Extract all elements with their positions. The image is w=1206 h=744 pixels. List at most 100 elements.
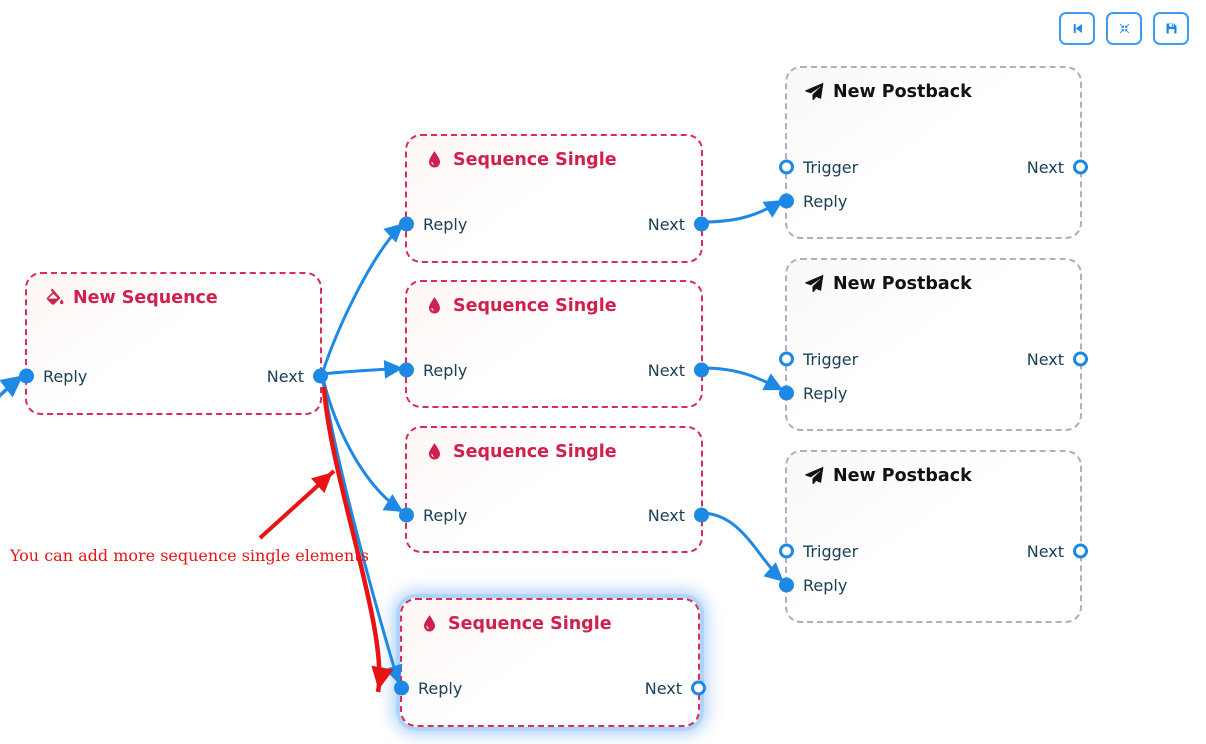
node-title: Sequence Single [453, 441, 617, 462]
node-title: New Postback [833, 81, 972, 102]
port-next[interactable]: Next [647, 358, 709, 382]
port-dot-filled[interactable] [399, 362, 414, 378]
port-dot-filled[interactable] [313, 368, 328, 384]
port-label: Next [1026, 157, 1064, 177]
port-dot-hollow[interactable] [1073, 543, 1088, 559]
port-label: Trigger [803, 541, 859, 561]
node-header: New Postback [804, 465, 1066, 486]
droplet-icon [424, 149, 445, 170]
port-dot-hollow[interactable] [779, 543, 794, 559]
port-dot-filled[interactable] [19, 368, 34, 384]
annotation-arrow [258, 469, 336, 540]
port-label: Next [266, 366, 304, 386]
port-dot-hollow[interactable] [1073, 159, 1088, 175]
annotation-text: You can add more sequence single element… [10, 546, 369, 565]
port-label: Reply [418, 678, 463, 698]
save-icon [1164, 21, 1179, 36]
port-label: Trigger [803, 349, 859, 369]
paper-plane-icon [804, 465, 825, 486]
node-title: Sequence Single [453, 295, 617, 316]
port-reply[interactable]: Reply [399, 358, 468, 382]
droplet-icon [424, 441, 445, 462]
node-header: New Sequence [44, 287, 306, 308]
port-trigger[interactable]: Trigger [779, 155, 859, 179]
port-reply[interactable]: Reply [394, 676, 463, 700]
fill-drip-icon [44, 287, 65, 308]
port-next[interactable]: Next [1026, 347, 1088, 371]
port-dot-filled[interactable] [779, 385, 794, 401]
port-dot-filled[interactable] [399, 507, 414, 523]
port-label: Reply [423, 214, 468, 234]
port-dot-hollow[interactable] [779, 351, 794, 367]
port-trigger[interactable]: Trigger [779, 347, 859, 371]
port-label: Reply [803, 191, 848, 211]
compress-icon [1117, 21, 1132, 36]
port-label: Trigger [803, 157, 859, 177]
port-reply[interactable]: Reply [779, 381, 848, 405]
port-reply[interactable]: Reply [399, 503, 467, 527]
port-label: Next [647, 505, 685, 525]
droplet-icon [424, 295, 445, 316]
port-dot-hollow[interactable] [779, 159, 794, 175]
port-label: Next [644, 678, 682, 698]
port-reply[interactable]: Reply [19, 364, 88, 388]
port-label: Next [1026, 349, 1064, 369]
connection-edge [320, 220, 407, 375]
port-dot-filled[interactable] [779, 193, 794, 209]
port-dot-hollow[interactable] [691, 680, 706, 696]
connection-edge [702, 366, 786, 393]
node-title: Sequence Single [448, 613, 612, 634]
node-header: Sequence Single [424, 149, 687, 170]
port-next[interactable]: Next [647, 503, 709, 527]
paper-plane-icon [804, 81, 825, 102]
step-backward-button[interactable] [1059, 12, 1095, 45]
port-next[interactable]: Next [266, 364, 328, 388]
node-title: New Sequence [73, 287, 218, 308]
port-reply[interactable]: Reply [399, 212, 468, 236]
node-title: New Postback [833, 273, 972, 294]
port-label: Next [1026, 541, 1064, 561]
port-next[interactable]: Next [1026, 155, 1088, 179]
node-header: New Postback [804, 273, 1066, 294]
port-label: Next [647, 360, 685, 380]
connection-edge [321, 360, 406, 379]
port-reply[interactable]: Reply [779, 189, 848, 213]
port-dot-filled[interactable] [394, 680, 409, 696]
save-button[interactable] [1153, 12, 1189, 45]
port-label: Reply [43, 366, 88, 386]
connection-edge [702, 511, 786, 585]
annotation-curve [321, 386, 394, 693]
port-label: Reply [423, 360, 468, 380]
port-dot-filled[interactable] [694, 216, 709, 232]
node-header: New Postback [804, 81, 1066, 102]
port-next[interactable]: Next [644, 676, 706, 700]
toolbar [1059, 12, 1189, 45]
connection-edge [320, 373, 406, 515]
port-dot-filled[interactable] [694, 507, 709, 523]
paper-plane-icon [804, 273, 825, 294]
port-dot-hollow[interactable] [1073, 351, 1088, 367]
port-next[interactable]: Next [647, 212, 709, 236]
fit-screen-button[interactable] [1106, 12, 1142, 45]
node-header: Sequence Single [424, 295, 687, 316]
connection-edge [702, 197, 786, 224]
port-trigger[interactable]: Trigger [779, 539, 859, 563]
port-dot-filled[interactable] [694, 362, 709, 378]
droplet-icon [419, 613, 440, 634]
port-dot-filled[interactable] [779, 577, 794, 593]
port-next[interactable]: Next [1026, 539, 1088, 563]
port-reply[interactable]: Reply [779, 573, 847, 597]
port-label: Reply [803, 383, 848, 403]
port-label: Next [647, 214, 685, 234]
node-header: Sequence Single [424, 441, 687, 462]
port-dot-filled[interactable] [399, 216, 414, 232]
